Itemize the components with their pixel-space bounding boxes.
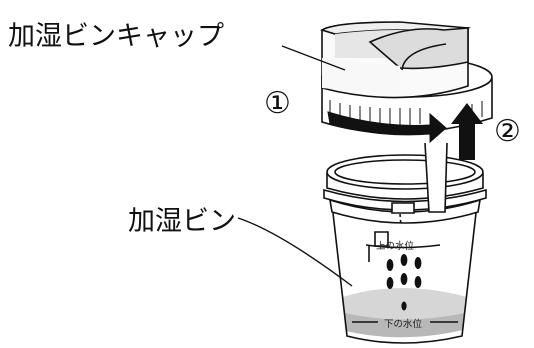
rotate-arrow-icon bbox=[327, 111, 447, 144]
bottle-leader-line bbox=[237, 217, 353, 287]
humidifier-bottle bbox=[323, 142, 487, 344]
lift-arrow-icon bbox=[451, 103, 483, 160]
upper-water-level-label: 上の水位 bbox=[376, 241, 415, 252]
humidifier-bottle-cap bbox=[320, 21, 493, 134]
step-2-marker: ② bbox=[494, 114, 521, 149]
cap-label: 加湿ビンキャップ bbox=[8, 21, 224, 52]
bottle-label: 加湿ビン bbox=[128, 206, 236, 237]
lower-water-level-label: 下の水位 bbox=[384, 319, 423, 330]
step-1-marker: ① bbox=[264, 86, 291, 121]
cap-leader-line bbox=[281, 45, 346, 71]
